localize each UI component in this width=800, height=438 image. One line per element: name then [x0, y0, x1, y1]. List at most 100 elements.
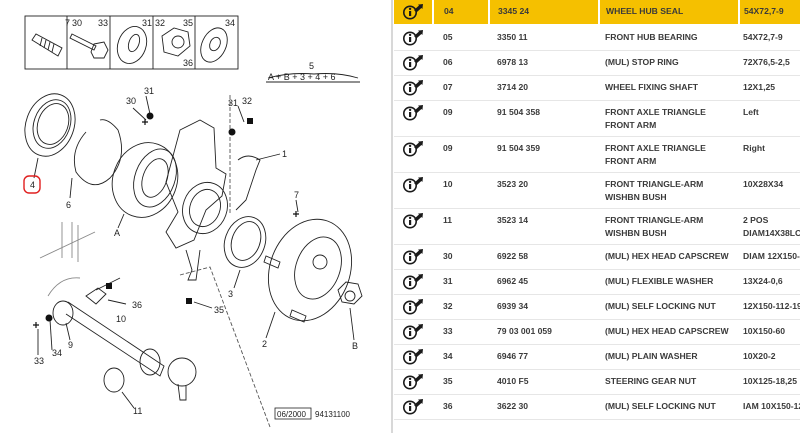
info-arrow-icon[interactable] — [402, 274, 424, 290]
callout-31[interactable]: 31 — [228, 98, 238, 108]
callout-36[interactable]: 36 — [132, 300, 142, 310]
info-arrow-icon[interactable] — [402, 55, 424, 71]
callout-33[interactable]: 33 — [34, 356, 44, 366]
info-cell[interactable] — [394, 269, 433, 295]
wheel-hub-drawing — [263, 218, 353, 323]
info-cell[interactable] — [394, 75, 433, 101]
part-dimensions: 10X125-18,25 — [739, 369, 800, 395]
parts-table-row[interactable]: 32 6939 34 (MUL) SELF LOCKING NUT 12X150… — [394, 294, 800, 320]
callout-9[interactable]: 9 — [68, 340, 73, 350]
item-number: 04 — [433, 0, 490, 26]
assembly-number: 5 — [309, 61, 314, 71]
second-seal-drawing — [223, 216, 267, 268]
parts-table-row[interactable]: 04 3345 24 WHEEL HUB SEAL 54X72,7-9 02 — [394, 0, 800, 26]
parts-table-row[interactable]: 10 3523 20 FRONT TRIANGLE-ARM WISHBN BUS… — [394, 172, 800, 209]
info-cell[interactable] — [394, 344, 433, 370]
info-cell[interactable] — [394, 208, 433, 245]
info-cell[interactable] — [394, 100, 433, 137]
wishbone-arm-drawing — [52, 287, 197, 401]
info-arrow-icon[interactable] — [402, 141, 424, 157]
parts-table-row[interactable]: 11 3523 14 FRONT TRIANGLE-ARM WISHBN BUS… — [394, 208, 800, 245]
info-arrow-icon[interactable] — [402, 349, 424, 365]
info-cell[interactable] — [394, 244, 433, 270]
item-number: 30 — [433, 244, 489, 270]
info-arrow-icon[interactable] — [402, 324, 424, 340]
parts-table-row[interactable]: 06 6978 13 (MUL) STOP RING 72X76,5-2,5 0… — [394, 50, 800, 76]
part-dimensions: Right — [739, 136, 800, 173]
info-arrow-icon[interactable] — [402, 177, 424, 193]
part-reference: 3523 14 — [489, 208, 599, 245]
hub-nut-drawing — [337, 281, 363, 305]
part-description: (MUL) STOP RING — [599, 50, 739, 76]
item-number: 06 — [433, 50, 489, 76]
part-dimensions: 54X72,7-9 — [739, 0, 800, 26]
info-arrow-icon[interactable] — [402, 4, 424, 20]
parts-table-row[interactable]: 36 3622 30 (MUL) SELF LOCKING NUT IAM 10… — [394, 394, 800, 420]
parts-table-row[interactable]: 34 6946 77 (MUL) PLAIN WASHER 10X20-2 02 — [394, 344, 800, 370]
washer-marker-icon — [228, 128, 236, 136]
info-cell[interactable] — [394, 369, 433, 395]
parts-table-row[interactable]: 07 3714 20 WHEEL FIXING SHAFT 12X1,25 06 — [394, 75, 800, 101]
callout-11[interactable]: 11 — [133, 406, 142, 416]
panel-divider[interactable] — [391, 0, 393, 433]
callout-32[interactable]: 32 — [242, 96, 252, 106]
part-reference: 3350 11 — [489, 25, 599, 51]
parts-table-row[interactable]: 30 6922 58 (MUL) HEX HEAD CAPSCREW DIAM … — [394, 244, 800, 270]
callout-7[interactable]: 7 — [294, 190, 299, 200]
info-arrow-icon[interactable] — [402, 80, 424, 96]
callout-34[interactable]: 34 — [52, 348, 62, 358]
callout-2[interactable]: 2 — [262, 339, 267, 349]
legend-label: 32 — [155, 18, 165, 28]
info-cell[interactable] — [394, 50, 433, 76]
part-reference: 3714 20 — [489, 75, 599, 101]
callout-4[interactable]: 4 — [30, 180, 35, 190]
parts-table-row[interactable]: 35 4010 F5 STEERING GEAR NUT 10X125-18,2… — [394, 369, 800, 395]
item-number: 09 — [433, 136, 489, 173]
info-cell[interactable] — [394, 25, 433, 51]
fastener-legend-box — [24, 15, 239, 70]
washer-marker-icon — [146, 112, 154, 120]
callout-3[interactable]: 3 — [228, 289, 233, 299]
part-description: (MUL) HEX HEAD CAPSCREW — [599, 319, 739, 345]
parts-table-row[interactable]: 09 91 504 358 FRONT AXLE TRIANGLE FRONT … — [394, 100, 800, 137]
part-reference: 3622 30 — [489, 394, 599, 420]
part-description: WHEEL FIXING SHAFT — [599, 75, 739, 101]
callout-6[interactable]: 6 — [66, 200, 71, 210]
info-arrow-icon[interactable] — [402, 299, 424, 315]
callout-10[interactable]: 10 — [116, 314, 126, 324]
info-cell[interactable] — [394, 394, 433, 420]
parts-table-row[interactable]: 31 6962 45 (MUL) FLEXIBLE WASHER 13X24-0… — [394, 269, 800, 295]
info-cell[interactable] — [394, 319, 433, 345]
callout-30[interactable]: 30 — [126, 96, 136, 106]
legend-label: 36 — [183, 58, 193, 68]
assembly-formula: A + B + 3 + 4 + 6 — [268, 72, 336, 82]
callout-1[interactable]: 1 — [282, 149, 287, 159]
info-cell[interactable] — [394, 136, 433, 173]
exploded-parts-diagram: 7 30 33 31 32 35 36 34 5 A + B + 3 + 4 +… — [0, 0, 390, 433]
part-dimensions: 12X1,25 — [739, 75, 800, 101]
info-arrow-icon[interactable] — [402, 213, 424, 229]
parts-table-row[interactable]: 05 3350 11 FRONT HUB BEARING 54X72,7-9 0… — [394, 25, 800, 51]
callout-35[interactable]: 35 — [214, 305, 224, 315]
parts-table-row[interactable]: 09 91 504 359 FRONT AXLE TRIANGLE FRONT … — [394, 136, 800, 173]
callout-31[interactable]: 31 — [144, 86, 154, 96]
info-cell[interactable] — [394, 0, 434, 26]
part-description: (MUL) FLEXIBLE WASHER — [599, 269, 739, 295]
info-arrow-icon[interactable] — [402, 30, 424, 46]
item-number: 31 — [433, 269, 489, 295]
info-arrow-icon[interactable] — [402, 105, 424, 121]
part-dimensions: 10X20-2 — [739, 344, 800, 370]
part-reference: 3345 24 — [489, 0, 600, 26]
callout-B[interactable]: B — [352, 341, 358, 351]
legend-label: 30 — [72, 18, 82, 28]
info-cell[interactable] — [394, 294, 433, 320]
callout-A[interactable]: A — [114, 228, 120, 238]
selected-callout-highlight — [23, 175, 41, 194]
part-reference: 79 03 001 059 — [489, 319, 599, 345]
info-cell[interactable] — [394, 172, 433, 209]
info-arrow-icon[interactable] — [402, 249, 424, 265]
info-arrow-icon[interactable] — [402, 374, 424, 390]
stop-ring-drawing — [73, 119, 123, 186]
info-arrow-icon[interactable] — [402, 399, 424, 415]
parts-table-row[interactable]: 33 79 03 001 059 (MUL) HEX HEAD CAPSCREW… — [394, 319, 800, 345]
